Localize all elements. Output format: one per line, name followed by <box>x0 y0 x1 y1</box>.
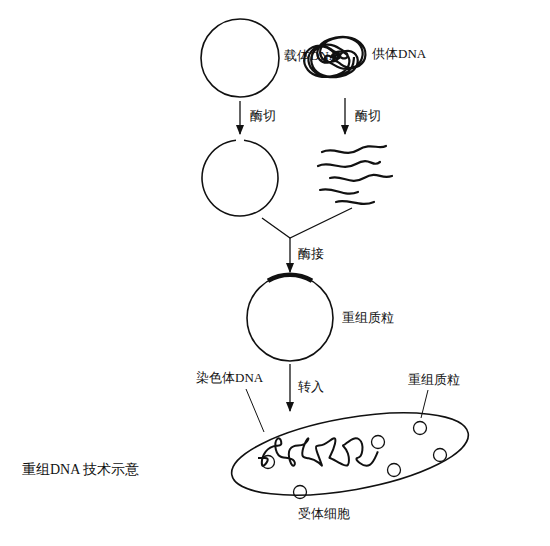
step-label: 酶接 <box>298 246 324 262</box>
step-label: 酶切 <box>355 108 381 124</box>
tangle-node: 供体DNA <box>300 22 370 92</box>
circle-outline <box>200 18 280 98</box>
merge-line <box>262 208 352 238</box>
plasmid-outline <box>246 274 334 362</box>
node-label: 供体DNA <box>372 46 426 62</box>
cut-arrow <box>239 101 240 134</box>
connector-arrow <box>289 364 290 411</box>
leader-line <box>246 389 264 432</box>
cell-node: 受体细胞 <box>228 412 472 498</box>
cut-arrow <box>344 98 345 134</box>
dna-fragments <box>318 146 392 204</box>
node-label: 重组质粒 <box>342 310 394 326</box>
callout-label: 染色体DNA <box>196 370 263 386</box>
circle-node: 载体DNA <box>200 18 280 98</box>
ligation-arrow <box>289 238 290 272</box>
cut-vector-circle <box>202 140 278 216</box>
cell-outline <box>228 412 472 498</box>
edge-label: 转入 <box>298 379 324 395</box>
step-label: 酶切 <box>250 108 276 124</box>
callout-label: 重组质粒 <box>408 372 460 388</box>
diagram-title: 重组DNA 技术示意 <box>22 462 139 479</box>
node-label: 受体细胞 <box>298 506 350 522</box>
tangle-outline <box>300 22 370 92</box>
plasmid-node: 重组质粒 <box>246 274 334 362</box>
